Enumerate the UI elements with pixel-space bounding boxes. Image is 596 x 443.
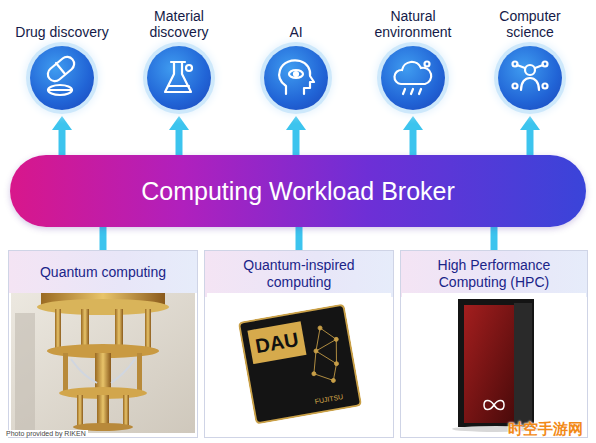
panel-title: High Performance Computing (HPC) (409, 257, 579, 291)
application-label: Natural environment (365, 8, 461, 40)
connector-arrow (169, 116, 189, 155)
connector-arrow (52, 116, 72, 155)
application-label: Material discovery (131, 8, 227, 40)
application-icon (498, 46, 562, 110)
application-label: Computer science (482, 8, 578, 40)
connector-arrow (103, 227, 104, 250)
arrow-head (52, 116, 72, 130)
connector-line (296, 227, 303, 250)
application-label: AI (248, 24, 344, 40)
photo-credit: Photo provided by RIKEN (4, 430, 88, 437)
connector-arrow (403, 116, 423, 155)
application-node: Natural environment (355, 2, 471, 110)
panel-title: Quantum computing (40, 264, 166, 281)
arrow-head (520, 116, 540, 130)
watermark: 时空手游网 (508, 420, 583, 439)
broker-label: Computing Workload Broker (121, 177, 475, 206)
arrow-head (286, 116, 306, 130)
connector-line (100, 227, 107, 250)
application-node: Drug discovery (4, 2, 120, 110)
application-icon (264, 46, 328, 110)
arrow-head (403, 116, 423, 130)
connector-line (59, 128, 66, 155)
panel-title: Quantum-inspired computing (213, 257, 385, 291)
application-icon (30, 46, 94, 110)
arrow-head (169, 116, 189, 130)
quantum-computer-photo (11, 293, 195, 433)
connector-line (491, 227, 498, 250)
dau-chip: DAUFUJITSU (238, 303, 362, 424)
connector-line (527, 128, 534, 155)
application-node: Computer science (472, 2, 588, 110)
connector-line (176, 128, 183, 155)
broker-band: Computing Workload Broker (10, 155, 586, 227)
application-node: AI (238, 2, 354, 110)
hpc-server-rack (402, 293, 586, 433)
application-node: Material discovery (121, 2, 237, 110)
connector-line (293, 128, 300, 155)
connector-arrow (286, 116, 306, 155)
connector-arrow (520, 116, 540, 155)
connector-line (410, 128, 417, 155)
application-label: Drug discovery (14, 24, 110, 40)
application-icon (381, 46, 445, 110)
application-icon (147, 46, 211, 110)
connector-arrow (299, 227, 300, 250)
connector-arrow (494, 227, 495, 250)
